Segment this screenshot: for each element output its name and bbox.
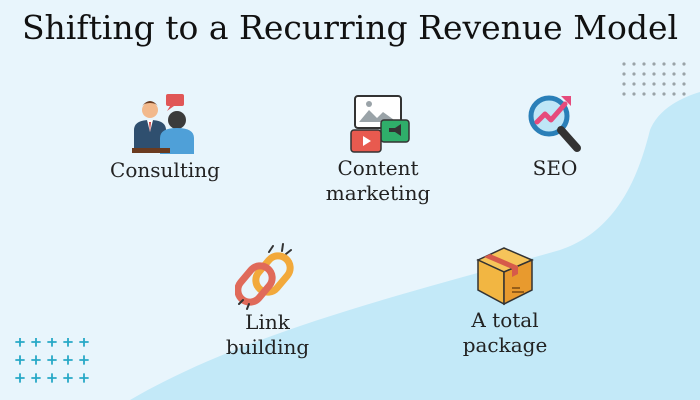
item-seo: SEO <box>515 88 595 181</box>
item-label-content-line-1: Content <box>337 156 419 180</box>
item-content-marketing: Content marketing <box>313 92 443 206</box>
package-box-icon <box>476 247 534 306</box>
chain-link-icon <box>234 243 294 310</box>
item-label-consulting: Consulting <box>110 158 220 182</box>
dot-grid-decoration <box>622 62 686 96</box>
item-label-link-line-2: building <box>225 335 310 359</box>
plus-grid-decoration <box>15 338 89 383</box>
item-label-package-line-2: package <box>462 333 548 357</box>
item-consulting: Consulting <box>95 92 235 183</box>
item-link-building: Link building <box>210 240 325 360</box>
item-total-package: A total package <box>445 240 565 358</box>
seo-magnifier-icon <box>528 95 581 152</box>
item-label-link-line-1: Link <box>245 310 290 334</box>
content-marketing-media-icon <box>350 95 410 153</box>
item-label-package-line-1: A total <box>471 308 539 332</box>
item-label-seo: SEO <box>532 156 578 180</box>
consulting-meeting-icon <box>132 94 194 154</box>
item-label-content-line-2: marketing <box>325 181 431 205</box>
page-title: Shifting to a Recurring Revenue Model <box>21 8 679 47</box>
